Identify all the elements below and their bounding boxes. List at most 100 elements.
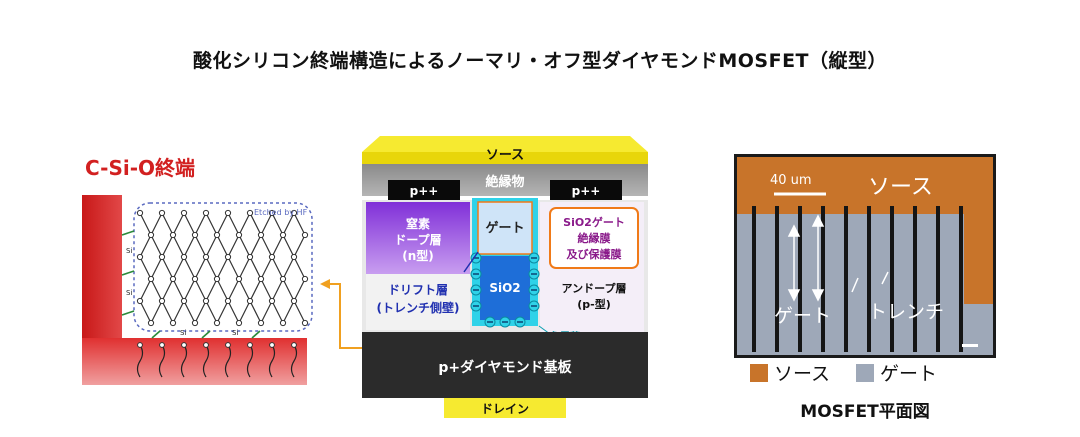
lattice-atom — [268, 297, 276, 305]
surface-bond — [290, 344, 298, 378]
surface-atom — [269, 342, 275, 348]
lattice-atom — [235, 231, 243, 239]
lattice-atom — [202, 209, 210, 217]
lattice-atom — [191, 319, 199, 327]
lattice-atom — [246, 209, 254, 217]
lattice-atom — [158, 253, 166, 261]
lattice-atom — [169, 319, 177, 327]
drain-electrode — [444, 398, 566, 418]
drain-label: ドレイン — [481, 402, 529, 416]
trench-finger — [936, 206, 940, 352]
scale-label: 40 um — [770, 173, 812, 188]
si-atom-label: Si — [126, 289, 132, 297]
lattice-atom — [235, 275, 243, 283]
sio2-region — [480, 256, 530, 320]
lattice-atom — [235, 319, 243, 327]
micro-gate-label: ゲート — [774, 305, 831, 327]
surface-bond — [224, 344, 232, 378]
lattice-atom — [246, 297, 254, 305]
lattice-atom — [202, 253, 210, 261]
lattice-atom — [169, 231, 177, 239]
lattice-atom — [257, 231, 265, 239]
surface-atom — [137, 342, 143, 348]
n-doped-layer — [366, 202, 470, 274]
lattice-atom — [213, 231, 221, 239]
gate-arrows — [787, 214, 825, 302]
lattice-atom — [290, 209, 298, 217]
si-atom-label: Si — [180, 329, 186, 337]
sio2-gate-insulator-box — [549, 207, 639, 269]
trench-finger — [959, 206, 963, 352]
trench-finger — [775, 206, 779, 352]
lattice-atom — [213, 319, 221, 327]
lattice-atom — [136, 297, 144, 305]
page-title: 酸化シリコン終端構造によるノーマリ・オフ型ダイヤモンドMOSFET（縦型） — [192, 50, 888, 72]
mosfet-cross-section: ソース 絶縁物 p++ p++ 窒素 ドープ層 (n型) ドリフト層 (トレンチ… — [362, 136, 648, 418]
p-plus-plus-left — [388, 180, 460, 200]
lattice-atom — [279, 319, 287, 327]
gate-label: ゲート — [485, 220, 524, 236]
n-layer-label: ドープ層 — [394, 232, 441, 247]
termination-lattice-diagram: Etched by HF Si Si Si Si — [82, 195, 313, 385]
drift-layer-label: ドリフト層 — [388, 283, 448, 297]
lattice-atom — [180, 209, 188, 217]
lattice-atom — [268, 209, 276, 217]
lattice-atom — [147, 231, 155, 239]
lattice-atom — [180, 253, 188, 261]
trench-finger — [890, 206, 894, 352]
mosfet-plan-micrograph: 40 um ソース ゲート トレンチ ソース ゲート MOSFET平面図 — [734, 154, 996, 422]
surface-bond — [180, 344, 188, 378]
p-plus-plus-right — [550, 180, 622, 200]
surface-bond — [268, 344, 276, 378]
drift-layer-region — [366, 274, 470, 330]
micrograph-caption: MOSFET平面図 — [800, 402, 929, 422]
lattice-atom — [224, 297, 232, 305]
surface-atom — [247, 342, 253, 348]
undoped-label: (p-型) — [577, 297, 611, 311]
lattice-atom — [301, 319, 309, 327]
lattice-atom — [224, 209, 232, 217]
lattice-atom — [279, 231, 287, 239]
legend-gate-swatch — [856, 364, 874, 382]
surface-bond — [158, 344, 166, 378]
surface-atom — [181, 342, 187, 348]
lattice-atom — [268, 253, 276, 261]
lattice-atom — [257, 275, 265, 283]
surface-atom — [203, 342, 209, 348]
si-atom-label: Si — [126, 247, 132, 255]
trench-finger — [821, 206, 825, 352]
lattice-atom — [290, 297, 298, 305]
lattice-atom — [136, 253, 144, 261]
trench-fingers — [752, 206, 963, 352]
micro-source-label: ソース — [868, 175, 933, 200]
trench-finger — [913, 206, 917, 352]
lattice-atom — [257, 319, 265, 327]
sio2-gate-insulator-label: 及び保護膜 — [567, 247, 622, 261]
lattice-atom — [158, 209, 166, 217]
lattice-atom — [202, 297, 210, 305]
lattice-atom — [180, 297, 188, 305]
p-plus-plus-label: p++ — [572, 184, 601, 198]
trench-finger — [798, 206, 802, 352]
trench-finger — [752, 206, 756, 352]
lattice-atom — [169, 275, 177, 283]
micro-trench-label: トレンチ — [868, 301, 944, 323]
lattice-atom — [158, 297, 166, 305]
sio2-label: SiO2 — [489, 281, 520, 295]
n-layer-label: (n型) — [402, 248, 434, 263]
p-plus-plus-label: p++ — [410, 184, 439, 198]
lattice-atom — [246, 253, 254, 261]
si-atom-label: Si — [232, 329, 238, 337]
lattice-atom — [213, 275, 221, 283]
sio2-gate-insulator-label: SiO2ゲート — [563, 215, 625, 229]
legend-source-swatch — [750, 364, 768, 382]
surface-bond — [202, 344, 210, 378]
diamond-substrate — [362, 332, 648, 398]
lattice-atom — [301, 231, 309, 239]
lattice-atom — [279, 275, 287, 283]
lattice-atom — [191, 231, 199, 239]
legend-gate-label: ゲート — [880, 363, 937, 385]
surface-atom — [225, 342, 231, 348]
gate-electrode — [477, 201, 533, 255]
lattice-atom — [147, 319, 155, 327]
